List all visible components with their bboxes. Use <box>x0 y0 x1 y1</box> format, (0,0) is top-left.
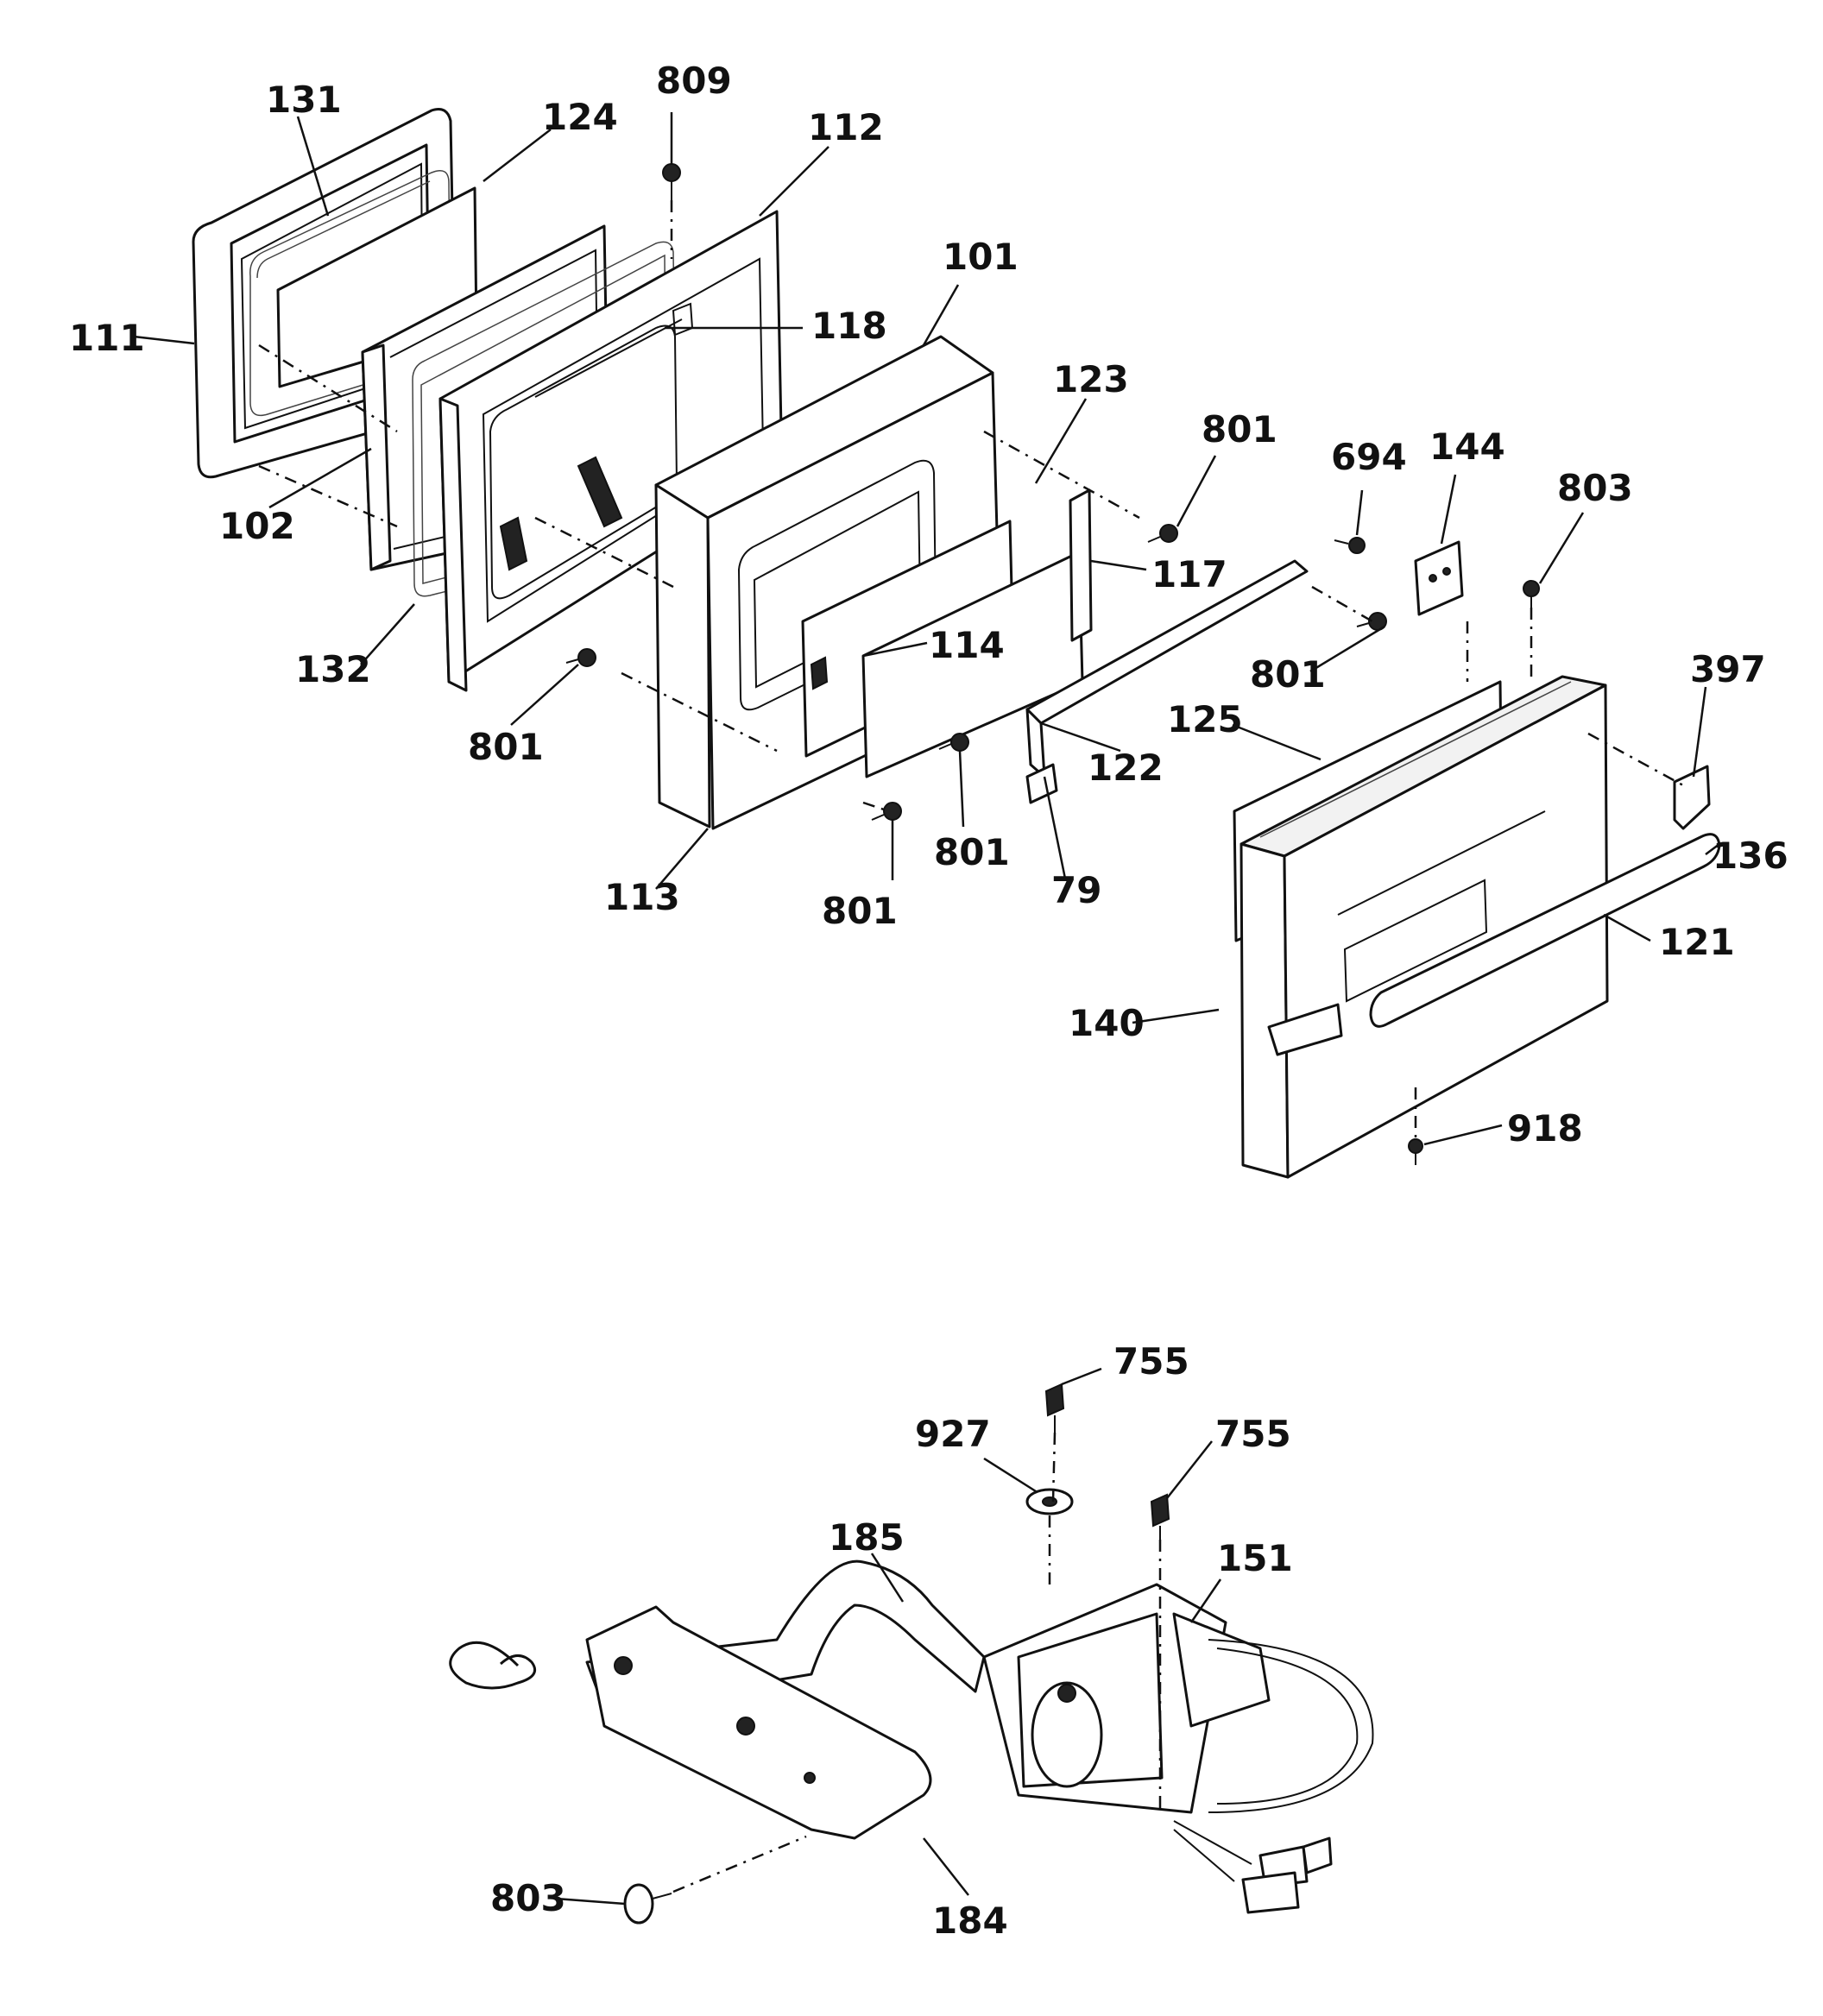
label-111: 111 <box>69 317 145 359</box>
label-809: 809 <box>656 60 732 102</box>
screw-803-lower <box>623 1883 672 1925</box>
label-185: 185 <box>829 1516 905 1559</box>
label-132: 132 <box>295 648 371 690</box>
label-121: 121 <box>1659 921 1735 963</box>
part-397-end-cap <box>1673 765 1711 830</box>
screw-801-a <box>1147 524 1178 543</box>
label-123: 123 <box>1053 358 1129 400</box>
label-136: 136 <box>1713 835 1788 877</box>
label-184: 184 <box>932 1899 1008 1942</box>
screw-809 <box>662 163 681 200</box>
label-101: 101 <box>943 236 1019 278</box>
label-140: 140 <box>1069 1002 1145 1044</box>
part-136-handle <box>1369 833 1721 1028</box>
label-125: 125 <box>1167 698 1243 740</box>
part-144-hinge-plate <box>1414 540 1464 616</box>
label-122: 122 <box>1088 747 1164 789</box>
label-927: 927 <box>915 1413 991 1455</box>
screw-801-e <box>871 802 902 821</box>
label-102: 102 <box>219 505 295 547</box>
label-694: 694 <box>1331 436 1407 478</box>
part-151-motor <box>982 1583 1271 1814</box>
screw-803-upper <box>1523 580 1540 608</box>
upper-door-assembly <box>192 108 1721 1179</box>
screw-918 <box>1408 1138 1423 1165</box>
label-801-e: 801 <box>822 890 898 932</box>
motor-wiring <box>1173 1639 1374 1914</box>
leader-lines <box>133 112 1720 1906</box>
label-918: 918 <box>1507 1107 1583 1150</box>
screw-755-b <box>1150 1493 1170 1540</box>
label-114: 114 <box>929 624 1005 666</box>
washer-927 <box>1025 1488 1074 1515</box>
part-122-vent-channel <box>1025 559 1309 778</box>
label-801-b: 801 <box>1250 653 1326 696</box>
label-755-a: 755 <box>1113 1340 1189 1383</box>
handle-end-bracket <box>1267 1003 1343 1056</box>
part-79-bracket <box>1025 763 1058 804</box>
label-755-b: 755 <box>1215 1413 1291 1455</box>
label-118: 118 <box>811 305 887 347</box>
callout-labels: 131 124 809 112 111 118 101 123 801 694 … <box>69 60 1788 1942</box>
label-801-c: 801 <box>468 726 544 768</box>
part-114-glass <box>810 551 1084 778</box>
part-117-strip <box>1069 488 1093 642</box>
lower-latch-assembly <box>449 1383 1374 1925</box>
label-79: 79 <box>1051 869 1101 911</box>
label-124: 124 <box>542 96 618 138</box>
label-397: 397 <box>1690 648 1766 690</box>
label-117: 117 <box>1151 553 1227 595</box>
screw-755-a <box>1044 1383 1065 1433</box>
screw-694 <box>1334 537 1366 554</box>
label-151: 151 <box>1217 1537 1293 1579</box>
label-113: 113 <box>604 876 680 918</box>
label-801-a: 801 <box>1202 408 1277 450</box>
label-112: 112 <box>808 106 884 148</box>
screw-801-c <box>565 648 596 667</box>
part-184-latch-bracket <box>585 1605 932 1840</box>
label-803-upper: 803 <box>1557 467 1633 509</box>
label-801-d: 801 <box>934 831 1010 873</box>
label-131: 131 <box>266 79 342 121</box>
part-121-outer-door <box>1240 675 1609 1179</box>
label-803-lower: 803 <box>490 1877 566 1919</box>
label-144: 144 <box>1429 425 1505 468</box>
